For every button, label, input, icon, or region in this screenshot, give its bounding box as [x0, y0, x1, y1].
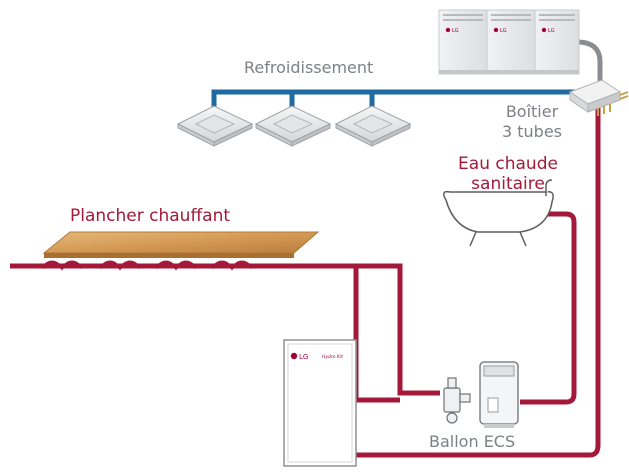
pump-group — [443, 377, 471, 424]
outdoor-brand: LG — [452, 28, 459, 34]
box-label-line1: Boîtier — [505, 102, 559, 121]
outdoor-units: LG LG LG — [438, 9, 580, 75]
dhw-label-line1: Eau chaude — [458, 154, 558, 174]
distribution-box — [568, 79, 629, 116]
refrigerant-link — [576, 39, 603, 86]
hydro-kit: LG Hydro Kit — [283, 339, 357, 467]
hydro-brand: LG — [299, 353, 308, 361]
box-label: Boîtier 3 tubes — [498, 102, 566, 142]
box-label-line2: 3 tubes — [501, 122, 562, 141]
outdoor-brand: LG — [500, 28, 507, 34]
cassette — [254, 105, 332, 147]
tank-label: Ballon ECS — [429, 432, 516, 451]
floor-label: Plancher chauffant — [70, 206, 231, 226]
cassette — [176, 105, 254, 147]
dhw-tank — [479, 361, 519, 428]
cooling-pipe — [211, 89, 593, 109]
cooling-label: Refroidissement — [244, 58, 374, 77]
bathtub — [443, 179, 554, 247]
dhw-label: Eau chaude sanitaire — [443, 154, 573, 194]
ceiling-cassettes — [176, 105, 412, 147]
cassette — [334, 105, 412, 147]
heating-pipe — [10, 104, 601, 458]
floor-heating — [40, 231, 320, 271]
dhw-label-line2: sanitaire — [471, 174, 545, 194]
hydro-model: Hydro Kit — [322, 354, 343, 360]
outdoor-brand: LG — [548, 28, 555, 34]
